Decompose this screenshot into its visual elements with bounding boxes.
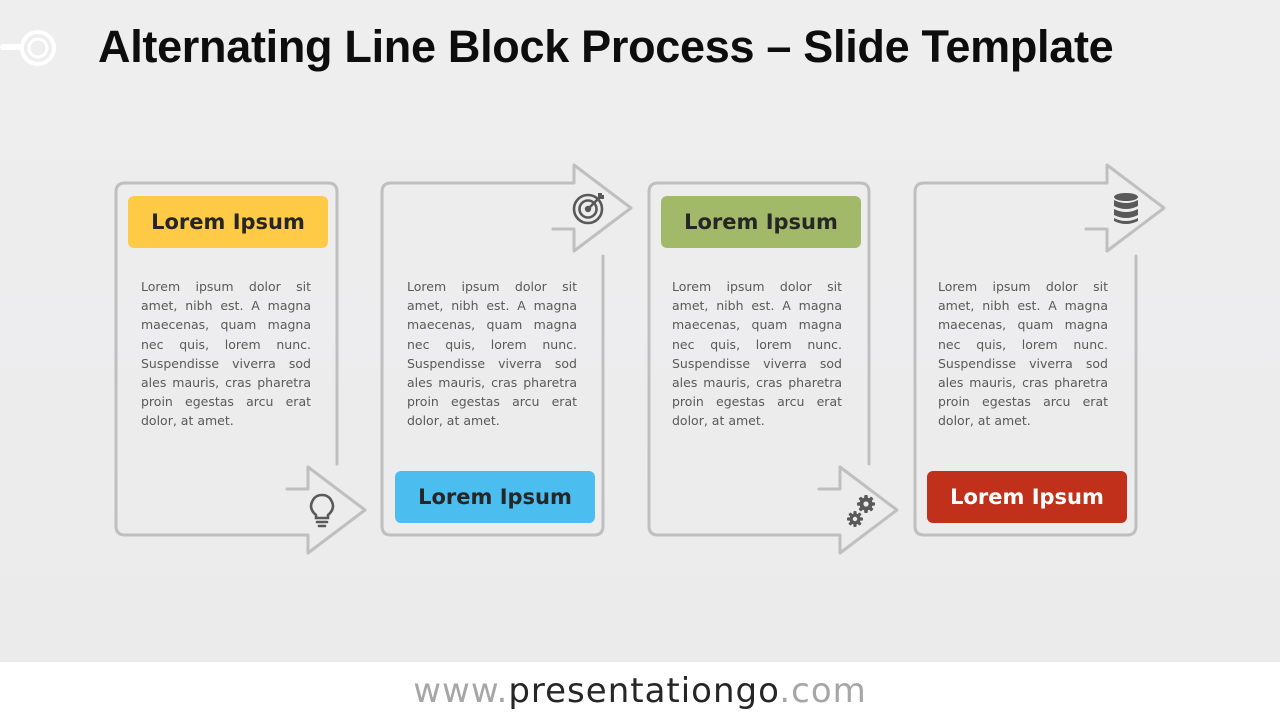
block-1-outline: [114, 181, 367, 555]
slide-canvas: Alternating Line Block Process – Slide T…: [0, 0, 1280, 662]
step-1-label: Lorem Ipsum: [128, 196, 328, 248]
process-outline: [114, 163, 1166, 555]
block-4-outline: [913, 163, 1166, 537]
step-1-text: Lorem ipsum dolor sit amet, nibh est. A …: [141, 279, 311, 429]
lightbulb-icon: [309, 493, 335, 528]
slide-title: Alternating Line Block Process – Slide T…: [98, 21, 1114, 72]
step-2-text: Lorem ipsum dolor sit amet, nibh est. A …: [407, 279, 577, 429]
footer-brand: presentationgo: [508, 671, 780, 711]
block-3-outline: [647, 181, 899, 555]
logo-mark-icon: [0, 30, 56, 66]
footer-suffix: .com: [779, 671, 867, 711]
step-2-label: Lorem Ipsum: [395, 471, 595, 523]
step-3-label: Lorem Ipsum: [661, 196, 861, 248]
step-4-text: Lorem ipsum dolor sit amet, nibh est. A …: [938, 279, 1108, 429]
footer-prefix: www.: [413, 671, 509, 711]
block-2-outline: [380, 163, 633, 537]
step-3-text: Lorem ipsum dolor sit amet, nibh est. A …: [672, 279, 842, 429]
step-4-label: Lorem Ipsum: [927, 471, 1127, 523]
gears-icon: [847, 495, 875, 527]
target-icon: [572, 193, 604, 225]
database-icon: [1114, 193, 1138, 224]
footer-url[interactable]: www.presentationgo.com: [0, 662, 1280, 720]
